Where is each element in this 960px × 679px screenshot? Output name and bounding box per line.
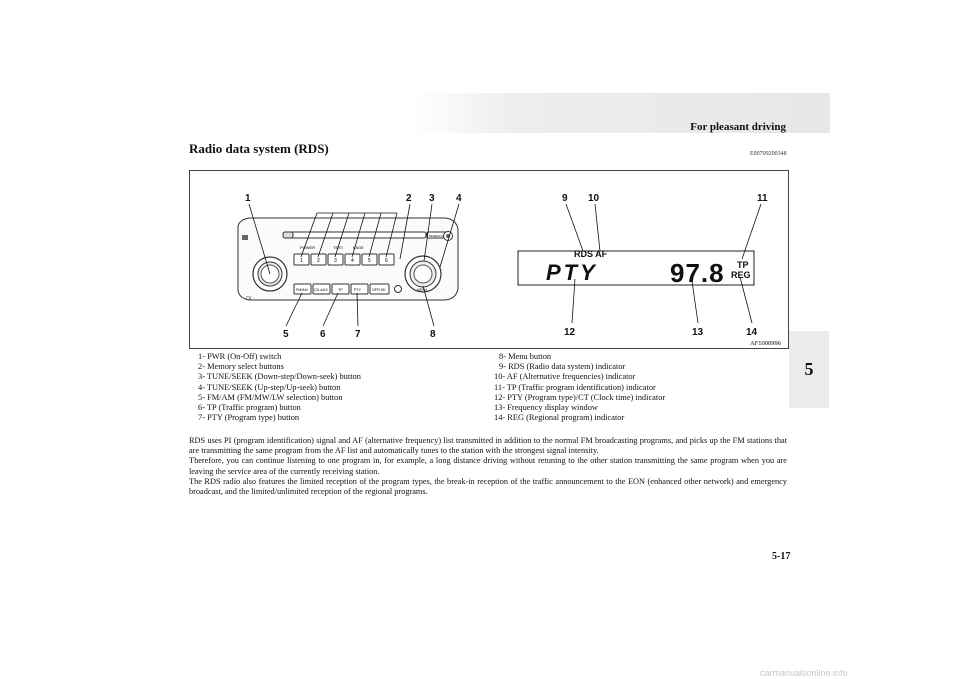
volume-knob[interactable] — [252, 256, 288, 292]
svg-text:MENU: MENU — [417, 288, 428, 292]
tune-knob[interactable]: MENU — [404, 255, 442, 293]
svg-text:1: 1 — [245, 193, 251, 204]
radio-figure: MODE/LOAD POWER TEXT PAGE 1 2 3 4 5 6 — [189, 170, 789, 349]
svg-text:FM/AM: FM/AM — [296, 288, 308, 292]
legend-left: 1- PWR (On-Off) switch 2- Memory select … — [198, 352, 361, 423]
svg-text:REG: REG — [731, 270, 751, 280]
svg-text:4: 4 — [456, 193, 462, 204]
svg-text:TP: TP — [737, 260, 749, 270]
section-code: E00709200348 — [750, 151, 787, 157]
section-title: Radio data system (RDS) — [189, 141, 329, 156]
svg-text:14: 14 — [746, 327, 758, 338]
radio-unit: MODE/LOAD POWER TEXT PAGE 1 2 3 4 5 6 — [237, 217, 459, 302]
lcd-display: RDS AF PTY 97.8 TP REG — [517, 249, 755, 288]
callout-lines-right — [565, 203, 762, 324]
legend-item: 8- Menu button — [499, 352, 552, 361]
svg-text:1: 1 — [300, 258, 303, 264]
svg-text:MODE/LOAD: MODE/LOAD — [429, 234, 448, 238]
svg-text:2: 2 — [406, 193, 412, 204]
power-icon — [394, 285, 402, 293]
page-number: 5-17 — [772, 551, 791, 562]
svg-text:7: 7 — [355, 329, 361, 340]
svg-text:RDS AF: RDS AF — [574, 249, 608, 259]
legend-item: 7- PTY (Program type) button — [198, 413, 300, 423]
legend-item: 2- Memory select buttons — [198, 362, 284, 372]
legend-item: 1- PWR (On-Off) switch — [198, 352, 282, 361]
svg-text:PAGE: PAGE — [353, 245, 364, 250]
svg-text:2: 2 — [317, 258, 320, 264]
body-text: RDS uses PI (program identification) sig… — [189, 436, 787, 497]
watermark: carmanualsonline.info — [760, 668, 848, 678]
legend-item: 13- Frequency display window — [494, 403, 598, 413]
svg-text:3: 3 — [334, 258, 337, 264]
svg-text:97.8: 97.8 — [670, 258, 725, 288]
svg-text:12: 12 — [564, 327, 576, 338]
legend-item: 12- PTY (Program type)/CT (Clock time) i… — [494, 392, 666, 402]
svg-text:4: 4 — [351, 258, 354, 264]
svg-text:POWER: POWER — [300, 245, 315, 250]
chapter-title: For pleasant driving — [690, 121, 786, 133]
paragraph: Therefore, you can continue listening to… — [189, 456, 787, 476]
eject-button[interactable] — [282, 231, 294, 239]
svg-text:8: 8 — [430, 329, 436, 340]
svg-text:3: 3 — [429, 193, 435, 204]
legend-item: 4- TUNE/SEEK (Up-step/Up-seek) button — [198, 382, 341, 392]
svg-text:6: 6 — [320, 329, 326, 340]
svg-text:10: 10 — [588, 193, 600, 204]
paragraph: RDS uses PI (program identification) sig… — [189, 436, 787, 456]
svg-text:O/: O/ — [246, 296, 252, 302]
svg-text:11: 11 — [757, 193, 768, 204]
svg-text:6: 6 — [385, 258, 388, 264]
chapter-tab: 5 — [789, 331, 829, 408]
radio-illustration: MODE/LOAD POWER TEXT PAGE 1 2 3 4 5 6 — [237, 193, 782, 347]
logo-icon — [242, 235, 248, 240]
callout-lines-left — [248, 203, 460, 327]
svg-text:9: 9 — [562, 193, 568, 204]
legend-item: 11- TP (Traffic program identification) … — [494, 382, 656, 392]
svg-text:CD-AUX: CD-AUX — [314, 288, 328, 292]
preset-buttons[interactable]: 1 2 3 4 5 6 — [293, 253, 395, 266]
legend-item: 6- TP (Traffic program) button — [198, 403, 301, 413]
legend-item: 9- RDS (Radio data system) indicator — [499, 362, 626, 372]
legend-item: 5- FM/AM (FM/MW/LW selection) button — [198, 392, 343, 402]
svg-text:OFF•SD: OFF•SD — [372, 288, 386, 292]
legend-item: 14- REG (Regional program) indicator — [494, 413, 625, 423]
svg-text:13: 13 — [692, 327, 704, 338]
header-band — [410, 93, 830, 133]
function-buttons[interactable]: FM/AM CD-AUX TP PTY OFF•SD — [293, 283, 402, 295]
svg-text:5: 5 — [283, 329, 289, 340]
svg-text:PTY: PTY — [546, 260, 598, 285]
legend-item: 3- TUNE/SEEK (Down-step/Down-seek) butto… — [198, 372, 361, 382]
svg-text:TP: TP — [338, 288, 343, 292]
svg-text:AF1000996: AF1000996 — [750, 340, 782, 347]
svg-text:PTY: PTY — [354, 288, 362, 292]
svg-text:5: 5 — [368, 258, 371, 264]
paragraph: The RDS radio also features the limited … — [189, 476, 787, 497]
legend-item: 10- AF (Alternative frequencies) indicat… — [494, 372, 636, 382]
legend-right: 8- Menu button 9- RDS (Radio data system… — [494, 352, 665, 423]
